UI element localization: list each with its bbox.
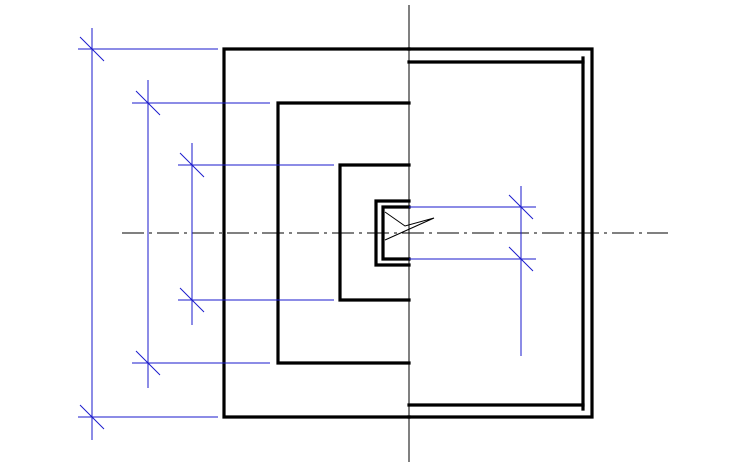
dimension-outer-height [78, 28, 218, 440]
dimension-bore-diameter [409, 186, 536, 356]
dimension-second-step-height [132, 80, 270, 388]
third-step-outline [338, 163, 411, 302]
right-body-outline [407, 47, 594, 419]
second-step-outline [276, 101, 411, 365]
drill-point-symbol [384, 211, 435, 241]
dimension-third-step-height [178, 143, 334, 325]
outer-wall-outline [222, 47, 411, 419]
inner-bore-outline [374, 199, 411, 267]
inner-bore-lining [381, 205, 411, 261]
